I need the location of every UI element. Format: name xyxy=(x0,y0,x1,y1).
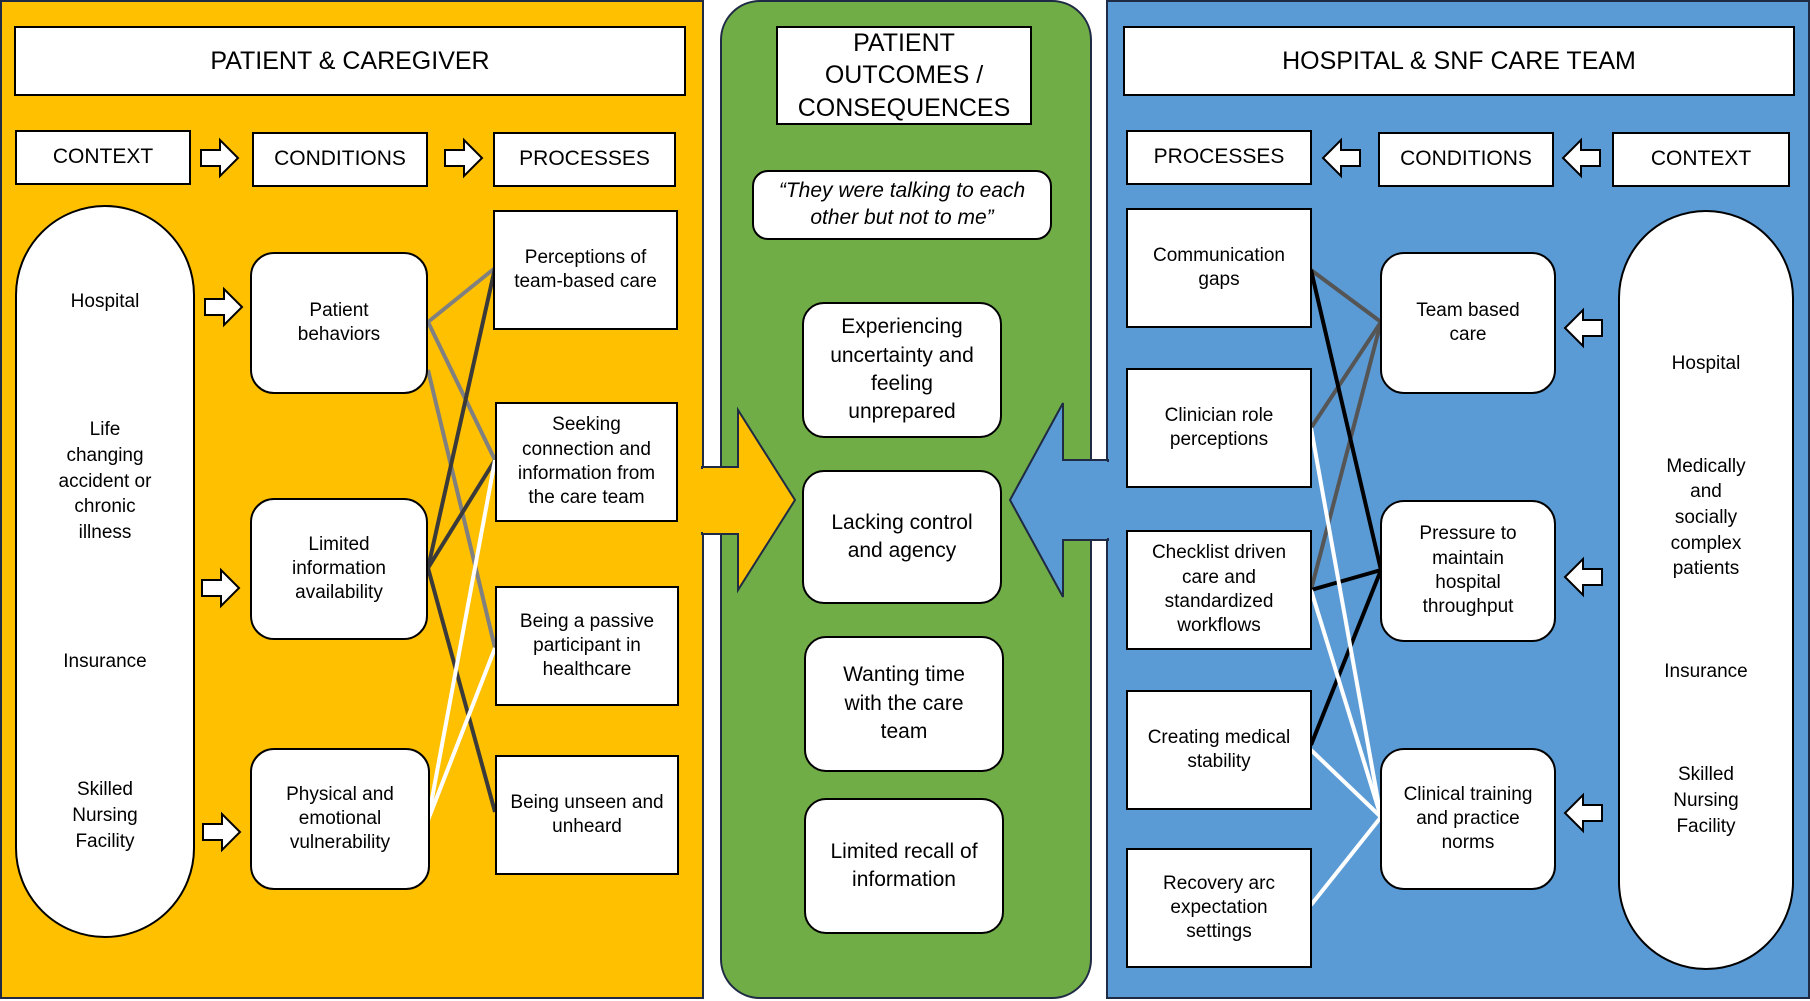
condition-hospital-throughput: Pressure to maintain hospital throughput xyxy=(1380,500,1556,642)
patient-quote: “They were talking to each other but not… xyxy=(752,170,1052,240)
conditions-to-processes-arrow xyxy=(444,137,484,179)
process-unseen-unheard: Being unseen and unheard xyxy=(495,755,679,875)
outcome-wanting-time: Wanting time with the care team xyxy=(804,636,1004,772)
process-communication-gaps: Communication gaps xyxy=(1126,208,1312,328)
process-creating-medical-stability: Creating medical stability xyxy=(1126,690,1312,810)
right-context-item-insurance: Insurance xyxy=(1664,661,1748,683)
right-conditions-label: CONDITIONS xyxy=(1378,132,1554,187)
process-clinician-role: Clinician role perceptions xyxy=(1126,368,1312,488)
context-item-skilled-nursing: Skilled Nursing Facility xyxy=(72,779,138,852)
right-context-arrow-2 xyxy=(1563,556,1603,598)
right-context-arrow-1 xyxy=(1563,307,1603,349)
outcome-limited-recall: Limited recall of information xyxy=(804,798,1004,934)
condition-patient-behaviors: Patient behaviors xyxy=(250,252,428,394)
left-conditions-label: CONDITIONS xyxy=(252,132,428,187)
context-to-conditions-arrow xyxy=(200,137,240,179)
context-arrow-3 xyxy=(202,811,242,853)
context-item-life-changing-accident: Life changing accident or chronic illnes… xyxy=(58,419,152,543)
left-connector-lines xyxy=(426,266,497,821)
context-arrow-1 xyxy=(204,286,244,328)
left-context-pill: Hospital Life changing accident or chron… xyxy=(15,205,195,938)
process-recovery-arc: Recovery arc expectation settings xyxy=(1126,848,1312,968)
right-to-outcomes-arrow xyxy=(1008,402,1109,598)
left-context-label: CONTEXT xyxy=(15,130,191,185)
context-item-insurance: Insurance xyxy=(63,650,147,672)
right-context-item-hospital: Hospital xyxy=(1671,352,1741,374)
condition-limited-information: Limited information availability xyxy=(250,498,428,640)
process-seeking-connection: Seeking connection and information from … xyxy=(495,402,678,522)
right-connector-lines xyxy=(1309,268,1383,907)
left-panel-title: PATIENT & CAREGIVER xyxy=(14,26,686,96)
process-perceptions-team-care: Perceptions of team-based care xyxy=(493,210,678,330)
condition-physical-emotional-vulnerability: Physical and emotional vulnerability xyxy=(250,748,430,890)
outcome-lacking-control: Lacking control and agency xyxy=(802,470,1002,604)
right-context-pill: Hospital Medically and socially complex … xyxy=(1618,210,1794,970)
conditions-to-processes-arrow-right xyxy=(1321,137,1361,179)
process-passive-participant: Being a passive participant in healthcar… xyxy=(495,586,679,706)
left-to-outcomes-arrow xyxy=(701,406,797,594)
condition-clinical-training: Clinical training and practice norms xyxy=(1380,748,1556,890)
context-to-conditions-arrow-right xyxy=(1561,137,1601,179)
right-panel-title: HOSPITAL & SNF CARE TEAM xyxy=(1123,26,1795,96)
condition-team-based-care: Team based care xyxy=(1380,252,1556,394)
right-context-item-complex-patients: Medically and socially complex patients xyxy=(1666,455,1746,580)
left-processes-label: PROCESSES xyxy=(493,132,676,187)
right-context-item-skilled-nursing: Skilled Nursing Facility xyxy=(1673,764,1739,837)
outcome-uncertainty: Experiencing uncertainty and feeling unp… xyxy=(802,302,1002,438)
right-context-label: CONTEXT xyxy=(1612,132,1790,187)
process-checklist-driven-care: Checklist driven care and standardized w… xyxy=(1126,530,1312,650)
outcomes-title: PATIENT OUTCOMES / CONSEQUENCES xyxy=(776,26,1032,125)
context-arrow-2 xyxy=(201,567,241,609)
right-context-arrow-3 xyxy=(1563,792,1603,834)
right-processes-label: PROCESSES xyxy=(1126,130,1312,185)
context-item-hospital: Hospital xyxy=(70,290,140,312)
